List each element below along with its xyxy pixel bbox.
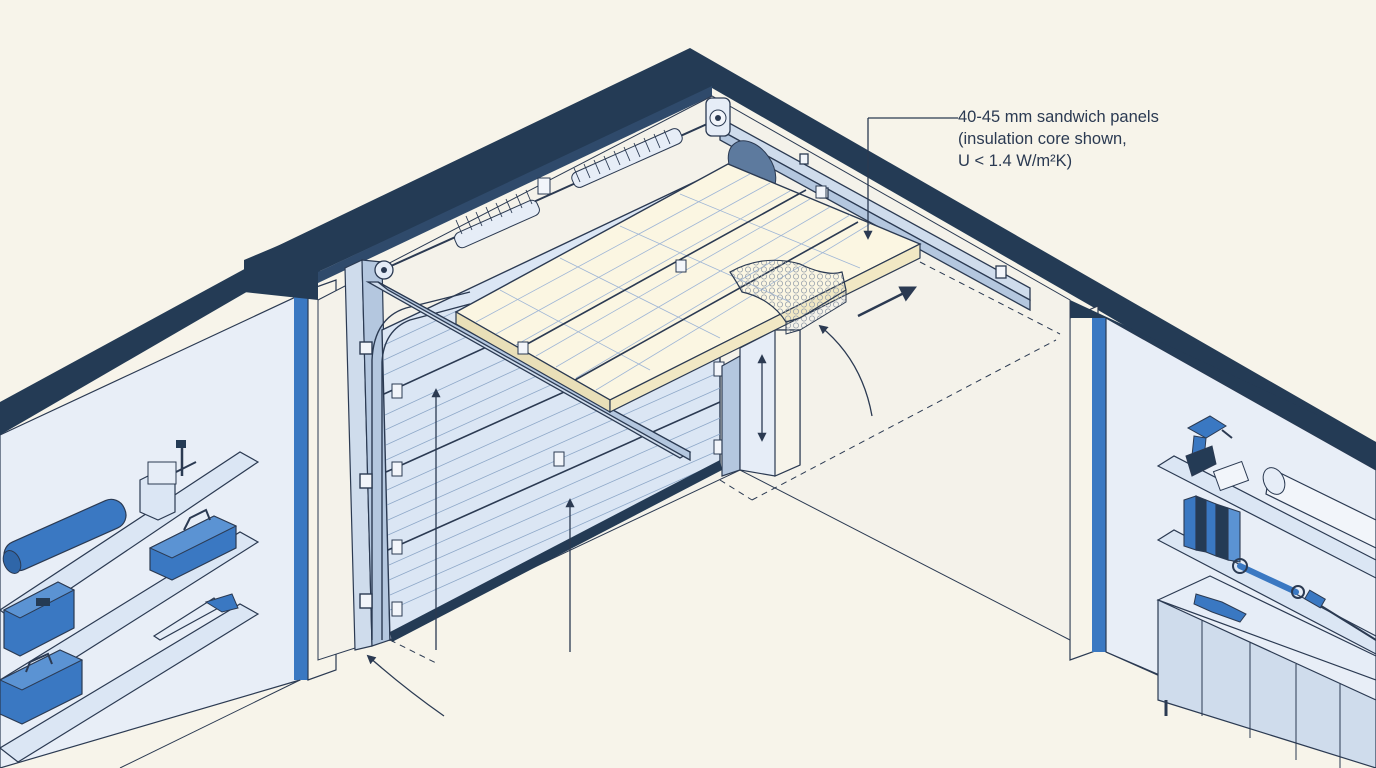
callout-line-1: 40-45 mm sandwich panels: [958, 108, 1159, 126]
vertical-track: [359, 291, 471, 640]
horizontal-track: [365, 116, 1031, 462]
callout-line-2: (insulation core shown,: [958, 130, 1127, 148]
bench-vise-icon: [139, 440, 197, 521]
ceiling-beam: [244, 48, 1376, 474]
callout-line-3: U < 1.4 W/m²K): [958, 152, 1073, 170]
toolbox-icon: [148, 508, 238, 581]
open-door-panel: [454, 163, 922, 414]
drill-icon: [1185, 415, 1233, 477]
paint-roller-icon: [1262, 467, 1376, 549]
paint-roller-icon: [2, 498, 127, 574]
storage-cabinet: [1156, 575, 1376, 768]
toolbox-icon: [2, 581, 76, 657]
dimension-lines: [389, 261, 1061, 665]
hand-saw-icon: [152, 593, 239, 641]
toolbox-icon: [0, 649, 84, 725]
screwdriver-icon: [1304, 589, 1376, 641]
door-jamb-right: [721, 329, 801, 477]
insulation-callout: 40-45 mm sandwich panels (insulation cor…: [958, 106, 1159, 172]
motion-arrows: [366, 117, 958, 717]
right-shelving: [1156, 415, 1376, 768]
wrench-icon: [1232, 558, 1305, 599]
left-shelving: [0, 440, 260, 763]
binder-icon: [1183, 495, 1241, 563]
